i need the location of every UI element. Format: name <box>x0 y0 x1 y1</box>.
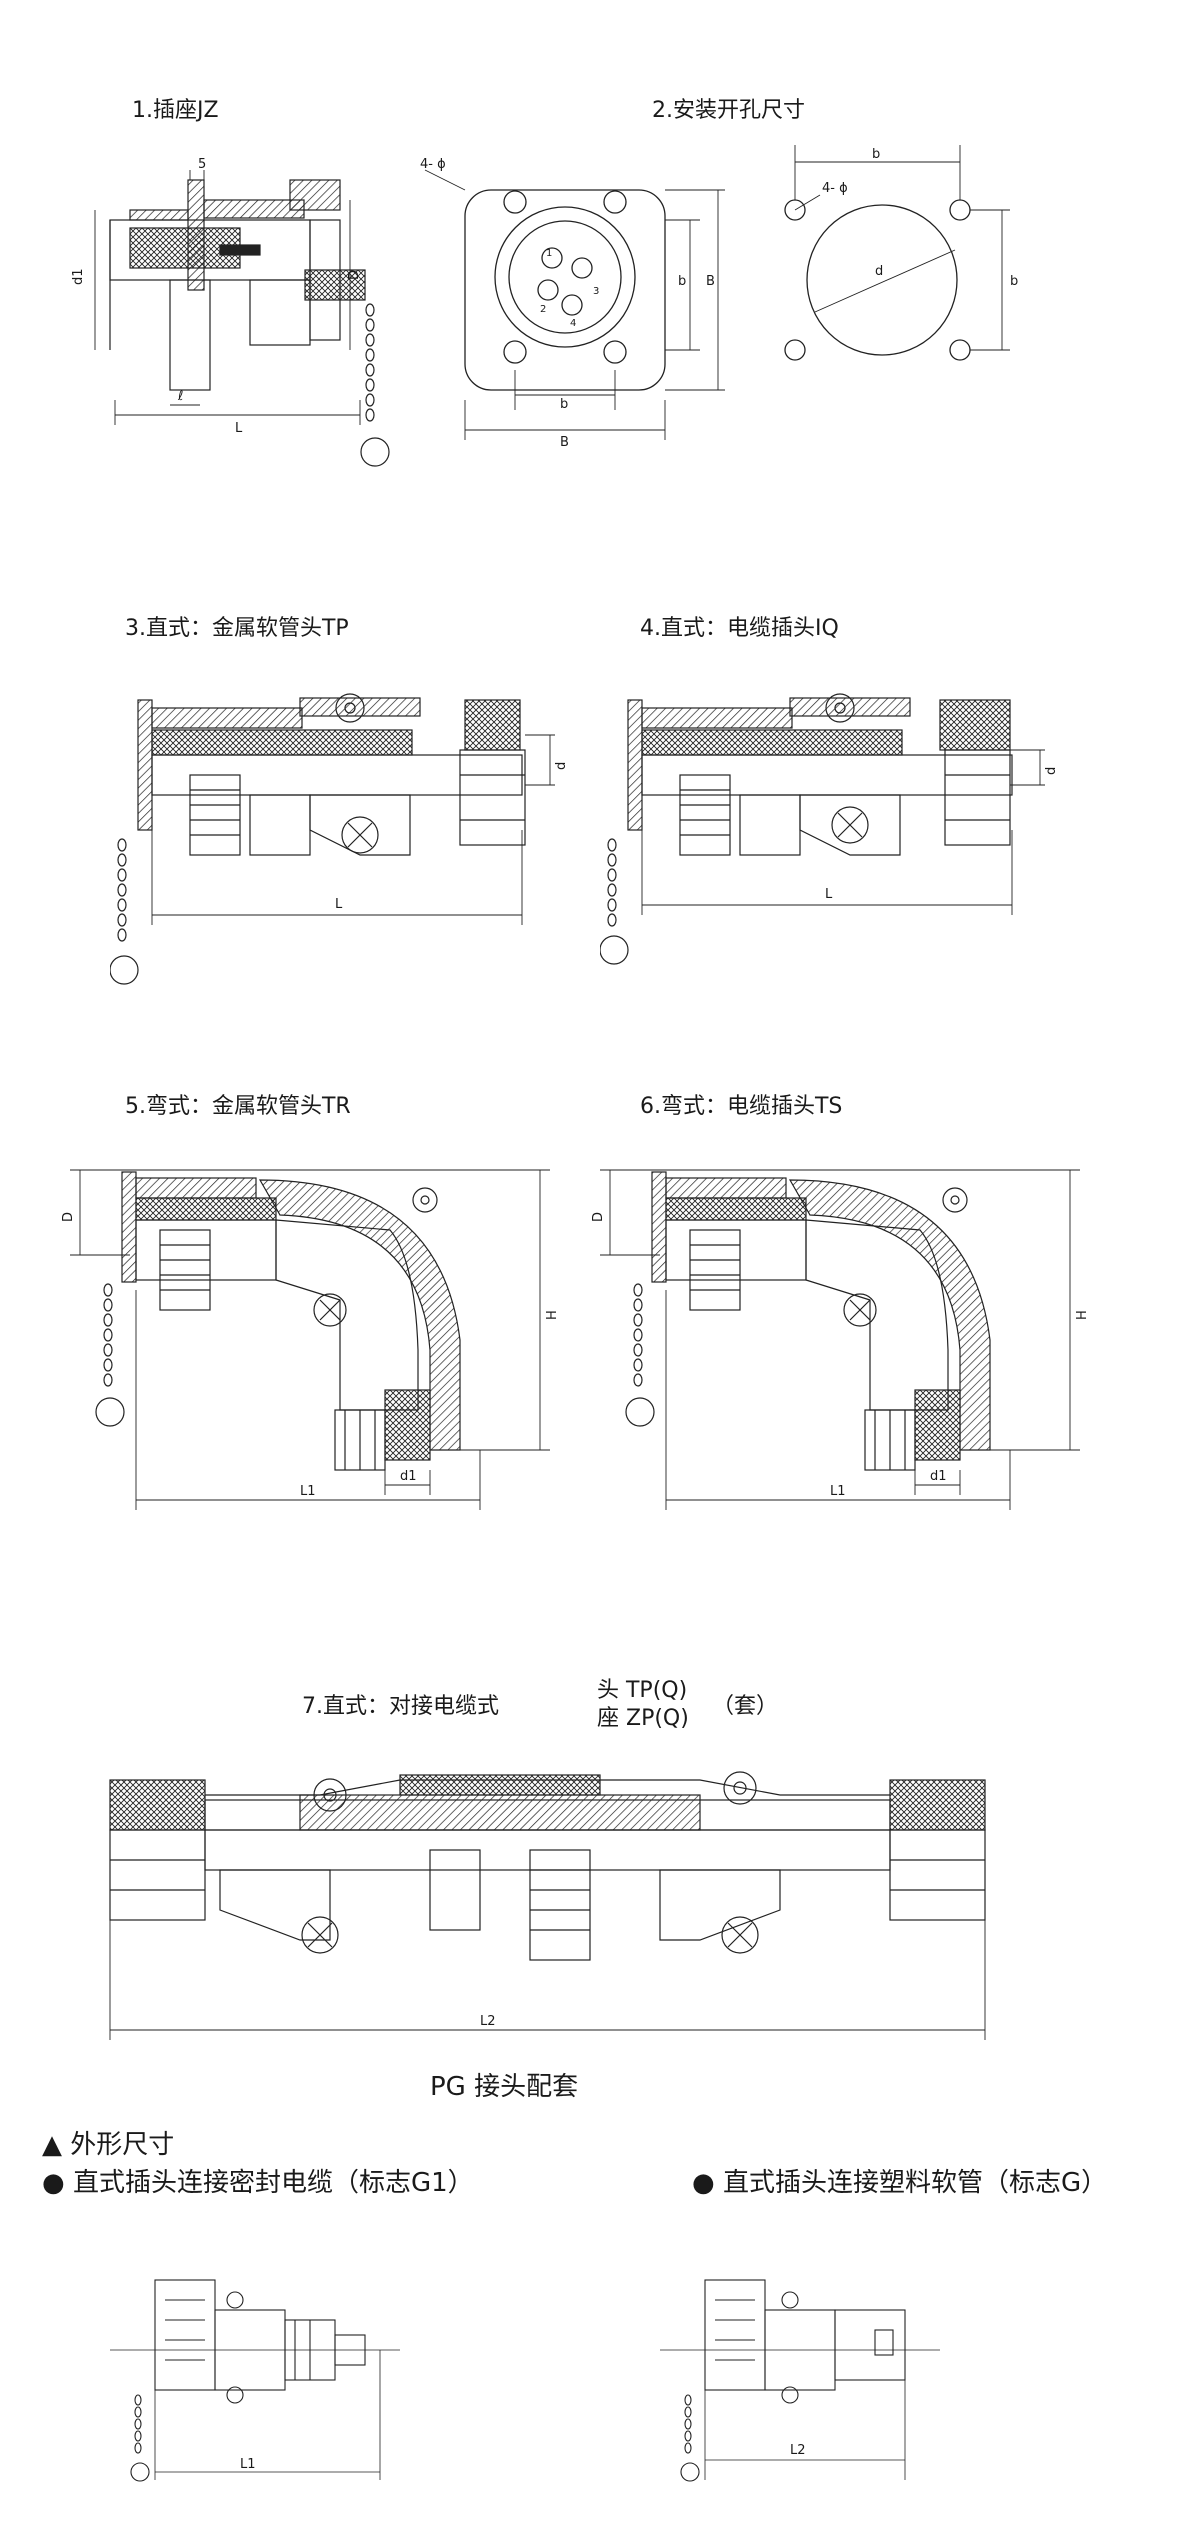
dim-L1-ts: L1 <box>830 1484 846 1499</box>
dim-d-round: d <box>875 264 883 279</box>
dim-L1-pg: L1 <box>240 2457 256 2472</box>
dim-D-tr: D <box>61 1212 76 1222</box>
pin-2: 2 <box>540 304 546 315</box>
docking-cable-drawing: L2 <box>109 1771 986 2040</box>
dim-four-d-round: 4- ɸ <box>822 181 848 196</box>
section-title-seat-zpq: 座 ZP(Q) <box>597 1706 689 1731</box>
dim-b-round-right: b <box>1010 274 1018 289</box>
section-title-head-tpq: 头 TP(Q) <box>597 1678 688 1703</box>
dim-l: ℓ <box>177 389 183 404</box>
dim-B-right: B <box>706 274 715 289</box>
dim-b-right: b <box>678 274 686 289</box>
section-title-docking: 7.直式：对接电缆式 <box>302 1694 499 1719</box>
section-title-mounting-hole: 2.安装开孔尺寸 <box>652 98 805 123</box>
dim-four-d: 4- ɸ <box>420 157 446 172</box>
pg-right-label: ● 直式插头连接塑料软管（标志G） <box>692 2168 1108 2198</box>
pg-right-drawing: L2 <box>660 2279 940 2482</box>
dim-L2-pg: L2 <box>790 2443 806 2458</box>
pg-left-drawing: L1 <box>110 2279 400 2482</box>
dim-d1-tr: d1 <box>400 1469 417 1484</box>
pin-3: 3 <box>593 286 599 297</box>
section-title-straight-tp: 3.直式：金属软管头TP <box>125 616 349 641</box>
dim-5: 5 <box>198 157 206 172</box>
pg-title: PG 接头配套 <box>430 2072 579 2102</box>
section-title-socket-jz: 1.插座JZ <box>132 98 219 123</box>
dim-D-ts: D <box>591 1212 606 1222</box>
pin-4: 4 <box>570 318 576 329</box>
elbow-ts-drawing: D H L1 d1 <box>591 1169 1090 1510</box>
section-title-elbow-ts: 6.弯式：电缆插头TS <box>640 1094 843 1119</box>
section-title-elbow-tr: 5.弯式：金属软管头TR <box>125 1094 351 1119</box>
section-title-set: （套） <box>712 1694 779 1719</box>
socket-jz-drawing: 5 d1 D ℓ L <box>71 157 390 467</box>
dim-b-bottom: b <box>560 397 568 412</box>
dim-L-tp: L <box>335 897 343 912</box>
dim-H-tr: H <box>545 1310 560 1320</box>
dim-L: L <box>235 421 243 436</box>
pin-1: 1 <box>546 248 552 259</box>
dim-d1-ts: d1 <box>930 1469 947 1484</box>
pg-shape-label: ▲ 外形尺寸 <box>42 2130 175 2160</box>
dim-L-iq: L <box>825 887 833 902</box>
straight-iq-drawing: d L <box>600 693 1059 965</box>
dim-H-ts: H <box>1075 1310 1090 1320</box>
dim-b-top: b <box>872 147 880 162</box>
dim-D: D <box>347 270 362 280</box>
dim-d1: d1 <box>71 268 86 285</box>
elbow-tr-drawing: D H L1 d1 <box>61 1169 560 1510</box>
dim-B-bottom: B <box>560 435 569 450</box>
dim-d-iq: d <box>1044 767 1059 775</box>
pg-left-label: ● 直式插头连接密封电缆（标志G1） <box>42 2168 474 2198</box>
section-title-straight-iq: 4.直式：电缆插头IQ <box>640 616 839 641</box>
dim-d-tp: d <box>554 762 569 770</box>
mounting-hole-drawing: 4- ɸ 1 2 3 4 b B b B b 4- ɸ d b <box>420 145 1018 450</box>
straight-tp-drawing: d L <box>110 693 569 985</box>
dim-L2-docking: L2 <box>480 2014 496 2029</box>
dim-L1-tr: L1 <box>300 1484 316 1499</box>
